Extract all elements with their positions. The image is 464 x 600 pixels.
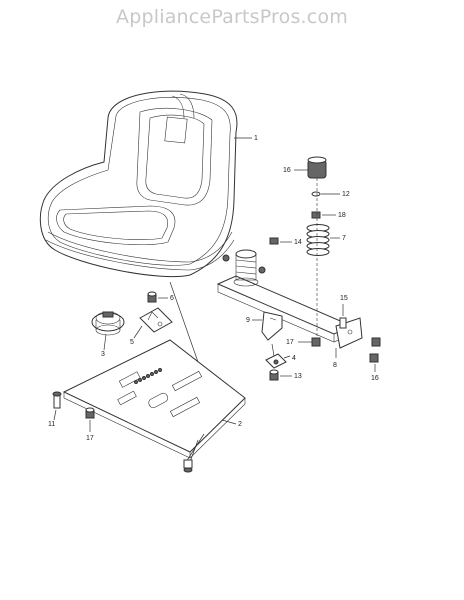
callout-15: 15 bbox=[340, 295, 348, 302]
nut-13[interactable] bbox=[269, 369, 279, 381]
callout-13: 13 bbox=[294, 373, 302, 380]
seat[interactable] bbox=[39, 90, 238, 278]
nut-18[interactable] bbox=[311, 211, 321, 219]
switch-bracket[interactable] bbox=[139, 307, 173, 333]
bolt-15[interactable] bbox=[339, 317, 347, 329]
nut-17-left[interactable] bbox=[85, 407, 95, 419]
callout-18: 18 bbox=[338, 212, 346, 219]
callout-6: 6 bbox=[170, 295, 174, 302]
callout-17-left: 17 bbox=[86, 435, 94, 442]
callout-8: 8 bbox=[333, 362, 337, 369]
nut-16-lower[interactable] bbox=[369, 337, 381, 363]
nut-17-right[interactable] bbox=[311, 337, 321, 347]
plate-bolt[interactable] bbox=[183, 459, 193, 473]
adjust-holes bbox=[134, 368, 162, 384]
seat-switch[interactable] bbox=[91, 311, 125, 336]
callout-1: 1 bbox=[254, 135, 258, 142]
bolt-11[interactable] bbox=[52, 391, 62, 409]
callout-17-right: 17 bbox=[286, 339, 294, 346]
nut-14[interactable] bbox=[269, 237, 279, 245]
slide-rail[interactable] bbox=[216, 275, 363, 349]
rubber-bumper[interactable] bbox=[307, 156, 327, 179]
lever[interactable] bbox=[261, 311, 283, 341]
callout-14: 14 bbox=[294, 239, 302, 246]
clip-4[interactable] bbox=[265, 353, 287, 369]
callout-16-lower: 16 bbox=[371, 375, 379, 382]
callout-2: 2 bbox=[238, 421, 242, 428]
callout-4: 4 bbox=[292, 355, 296, 362]
callout-11: 11 bbox=[48, 421, 55, 428]
site-watermark: AppliancePartsPros.com bbox=[116, 6, 348, 28]
nut-6[interactable] bbox=[147, 291, 157, 303]
callout-7: 7 bbox=[342, 235, 346, 242]
spring-assembly[interactable] bbox=[222, 249, 266, 287]
callout-5: 5 bbox=[130, 339, 134, 346]
spring-7[interactable] bbox=[306, 224, 330, 256]
washer-12[interactable] bbox=[311, 191, 321, 197]
callout-3: 3 bbox=[101, 351, 105, 358]
callout-9: 9 bbox=[246, 317, 250, 324]
seat-plate[interactable] bbox=[62, 339, 246, 459]
callout-12: 12 bbox=[342, 191, 350, 198]
callout-16-top: 16 bbox=[283, 167, 291, 174]
